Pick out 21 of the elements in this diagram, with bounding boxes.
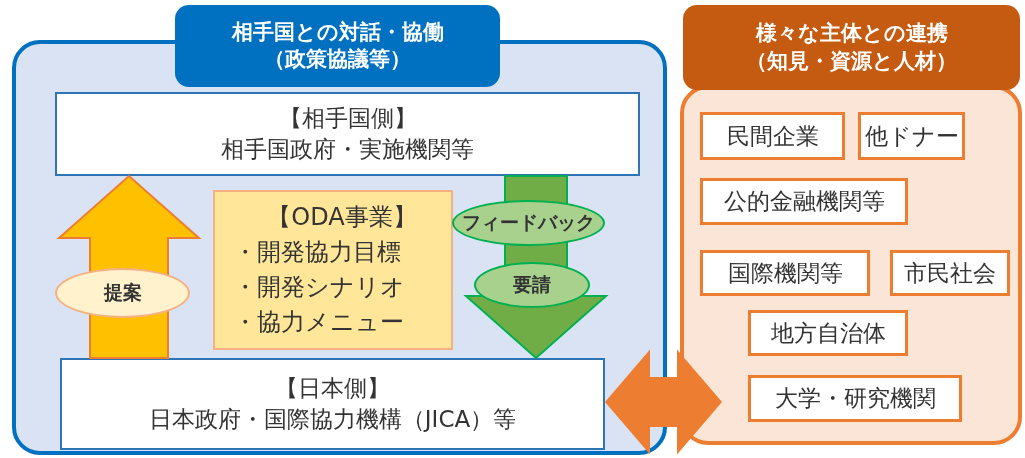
text-box [55, 92, 640, 176]
partner-box: 市民社会 [890, 250, 1010, 296]
box-text: 相手国政府・実施機関等 [221, 135, 474, 164]
box-text: 日本政府・国際協力機構（JICA）等 [148, 405, 517, 434]
program-box [213, 190, 453, 350]
list-item: ・開発協力目標 [233, 237, 401, 269]
text-box [60, 358, 605, 450]
partner-box: 国際機関等 [700, 250, 870, 296]
partner-box: 地方自治体 [748, 310, 908, 356]
box-heading: 【ODA事業】 [267, 202, 417, 234]
arrow [605, 349, 722, 455]
box-heading: 【日本側】 [275, 373, 390, 403]
box-heading: 【相手国側】 [278, 103, 417, 133]
list-item: ・協力メニュー [233, 306, 404, 338]
heading-tab: 様々な主体との連携（知見・資源と人材） [683, 5, 1020, 90]
partner-box: 大学・研究機関 [748, 375, 962, 422]
partner-box: 公的金融機関等 [700, 178, 908, 225]
list-item: ・開発シナリオ [233, 272, 405, 303]
partner-box: 民間企業 [700, 112, 845, 160]
heading-tab: 相手国との対話・協働（政策協議等） [175, 5, 500, 87]
partner-box: 他ドナー [858, 112, 965, 160]
